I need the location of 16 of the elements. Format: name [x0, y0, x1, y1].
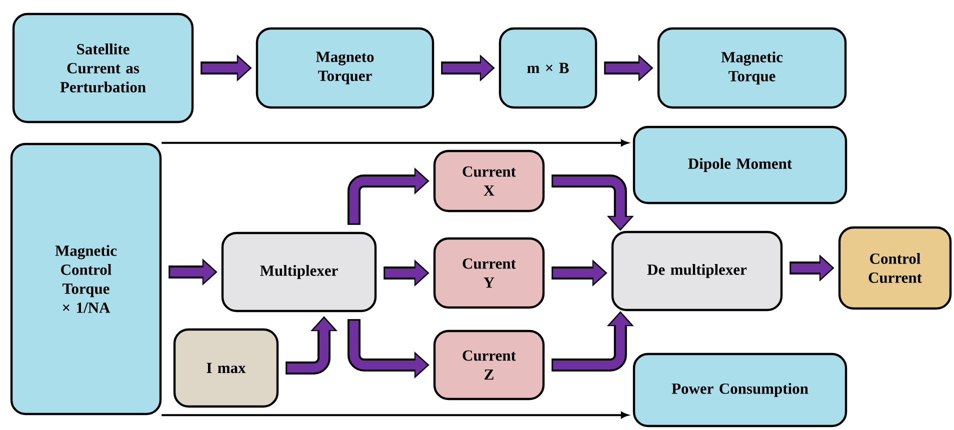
- process-box: Magnetic Control Torque × 1/NA: [10, 142, 162, 416]
- process-box: Current Y: [433, 237, 545, 309]
- arrow: [162, 412, 628, 418]
- arrow: [162, 140, 628, 146]
- process-box: m × B: [498, 27, 598, 109]
- process-box: Current Z: [433, 330, 545, 400]
- process-box: Current X: [433, 150, 545, 212]
- process-box: I max: [173, 328, 279, 408]
- process-box: Magneto Torquer: [256, 27, 434, 109]
- process-box: Magnetic Torque: [657, 27, 847, 109]
- process-box: Multiplexer: [221, 232, 377, 312]
- process-box: Dipole Moment: [632, 126, 848, 204]
- process-box: Control Current: [838, 226, 952, 310]
- process-box: Power Consumption: [632, 352, 848, 428]
- process-box: Satellite Current as Perturbation: [12, 12, 194, 124]
- process-box: De multiplexer: [611, 230, 783, 312]
